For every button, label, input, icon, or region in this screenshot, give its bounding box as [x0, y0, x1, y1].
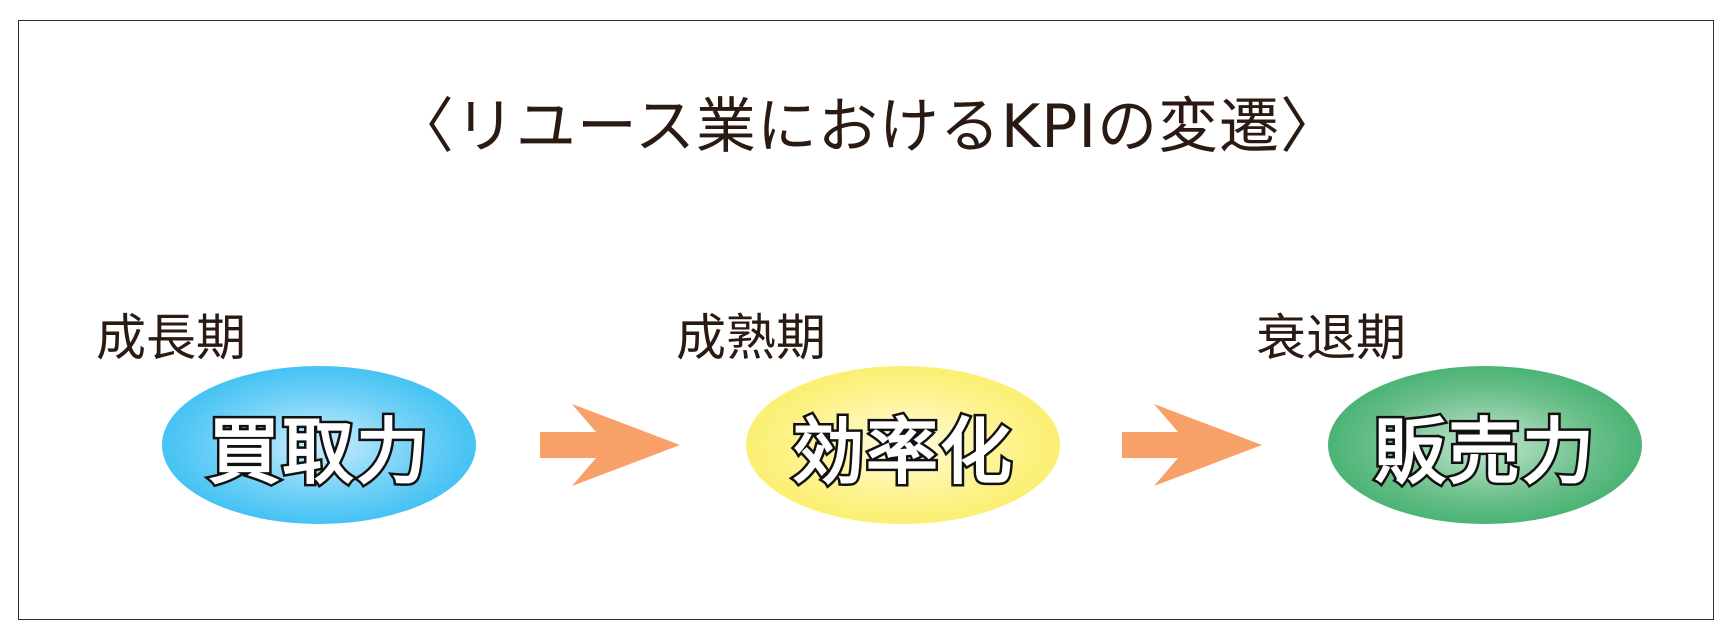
kpi-label-sales: 販売力: [1371, 407, 1596, 496]
kpi-label-efficiency: 効率化: [789, 407, 1014, 496]
kpi-ellipse-purchasing: 買取力: [162, 366, 476, 524]
arrow-right-icon: [540, 404, 680, 486]
arrow-right-icon: [1122, 404, 1262, 486]
stage-label-decline: 衰退期: [1256, 309, 1406, 367]
kpi-label-purchasing: 買取力: [205, 407, 430, 496]
diagram-title: 〈リユース業におけるKPIの変遷〉: [393, 92, 1342, 162]
kpi-ellipse-sales: 販売力: [1328, 366, 1642, 524]
kpi-ellipse-efficiency: 効率化: [746, 366, 1060, 524]
stage-label-growth: 成長期: [96, 309, 246, 367]
stage-label-maturity: 成熟期: [676, 309, 826, 367]
